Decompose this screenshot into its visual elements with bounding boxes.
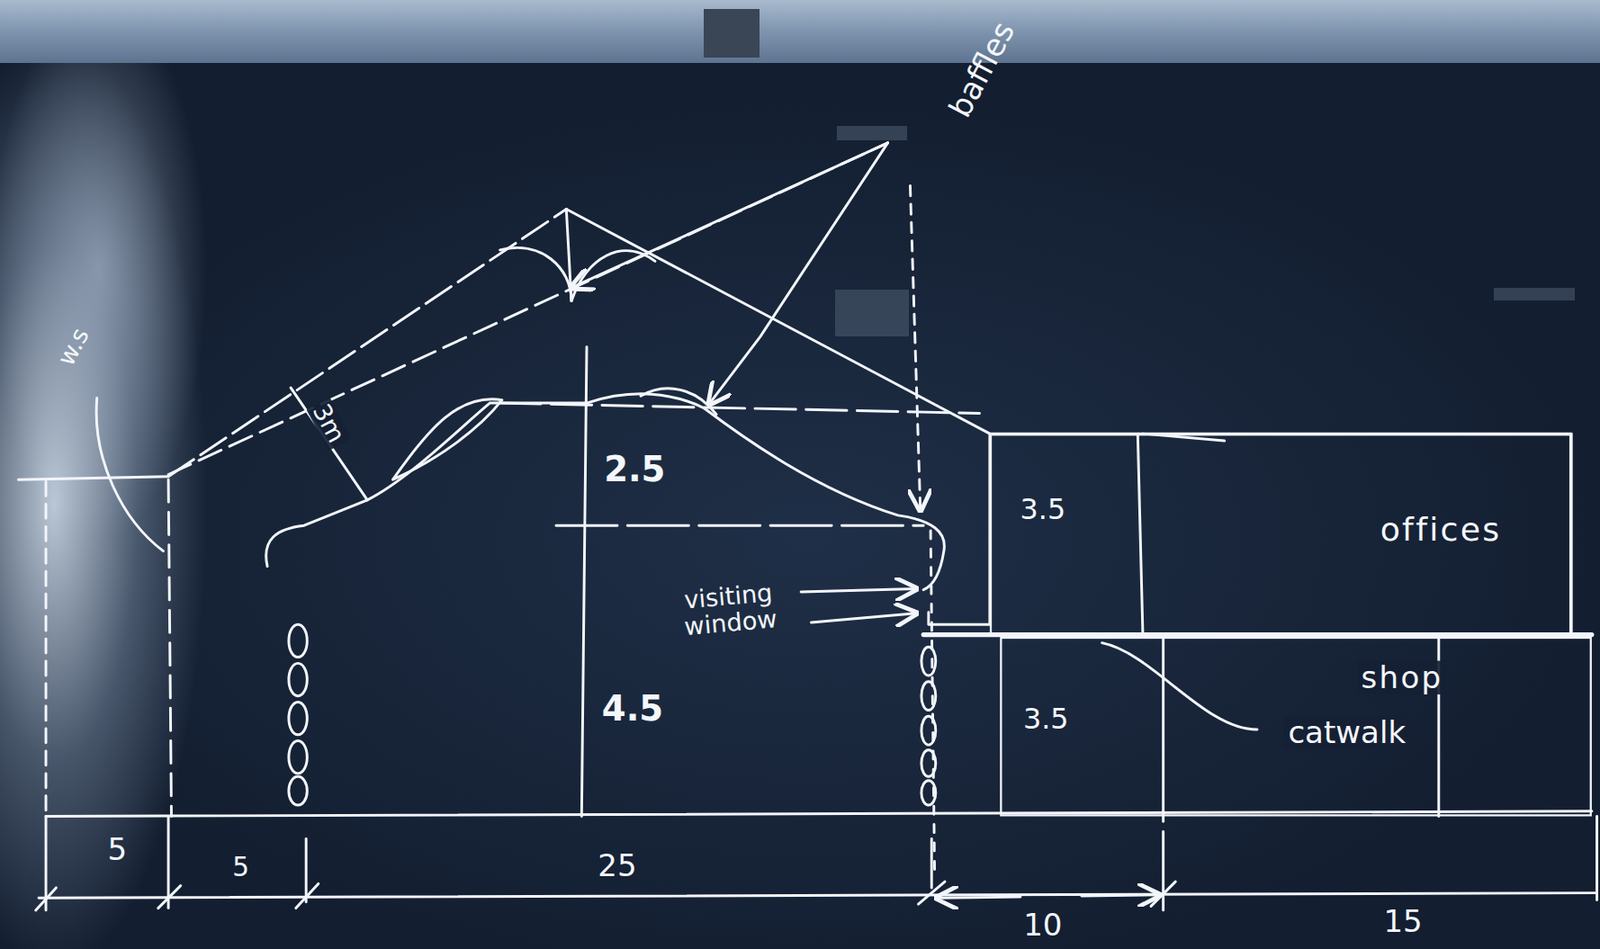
sketch-line xyxy=(1161,638,1165,822)
dimension-label: 15 xyxy=(1383,905,1422,939)
sketch-line xyxy=(305,838,308,902)
sketch-line xyxy=(168,143,888,476)
section-lines xyxy=(45,347,1592,822)
sketch-line xyxy=(1161,832,1165,911)
dimension-label: 5 xyxy=(107,832,128,866)
sketch-line xyxy=(38,893,1597,899)
background-light xyxy=(835,289,909,337)
columns xyxy=(288,624,936,806)
dimension-label: 10 xyxy=(1023,907,1062,942)
left-building xyxy=(17,476,171,818)
sketch-line xyxy=(936,897,1021,899)
sketch-line xyxy=(810,613,917,623)
dimension-label: 2.5 xyxy=(603,450,666,489)
beam-bracket xyxy=(703,8,760,58)
sketch-line xyxy=(581,347,587,818)
sketch-line xyxy=(266,394,945,591)
callout-note: baffles xyxy=(943,16,1022,123)
sketch-line xyxy=(158,886,181,909)
sketch-line xyxy=(640,388,717,415)
baffle-curves xyxy=(266,209,945,591)
callout-note: w.s xyxy=(52,323,94,371)
sketch-line xyxy=(500,248,656,302)
dimension-label: 5 xyxy=(232,853,250,882)
sketch-line xyxy=(288,701,307,735)
sketch-line xyxy=(566,209,1572,634)
sketch-line xyxy=(918,881,945,905)
background-light xyxy=(836,125,908,141)
sketch-line xyxy=(1595,817,1599,901)
sketch-line xyxy=(1102,643,1258,730)
zone-label: offices xyxy=(1380,512,1502,549)
sketch-line xyxy=(909,185,920,511)
zone-label: shop xyxy=(1357,661,1448,695)
sketch-line xyxy=(930,530,935,879)
sketch-line xyxy=(930,838,934,888)
sketch-line xyxy=(393,399,503,480)
sketch-line xyxy=(500,403,980,414)
sketch-line xyxy=(167,817,171,909)
sketch-line xyxy=(168,479,171,817)
callout-note: visiting window xyxy=(656,577,803,644)
sketch-line xyxy=(1081,895,1160,897)
sketch-line xyxy=(296,883,319,908)
dimension-line xyxy=(35,817,1598,911)
sketch-line xyxy=(288,776,307,806)
dimension-label: 4.5 xyxy=(602,690,664,729)
sketch-line xyxy=(96,397,163,551)
dimension-label: 3.5 xyxy=(1023,703,1069,736)
ceiling-beam xyxy=(0,0,1600,63)
sketch-line xyxy=(17,476,169,480)
dimension-label: 3m xyxy=(305,395,351,451)
roof-outline xyxy=(168,209,1572,634)
offices-zone: offices xyxy=(989,433,1572,635)
sketch-line xyxy=(709,143,888,405)
sketch-line xyxy=(288,741,307,774)
sketch-line xyxy=(290,387,368,501)
sketch-line xyxy=(288,663,307,696)
sketch-line xyxy=(35,888,57,911)
baffle-leaders xyxy=(168,143,935,879)
sketch-line xyxy=(921,647,936,676)
sketch-line xyxy=(288,624,307,657)
sketch-line xyxy=(556,524,924,528)
sketch-line xyxy=(800,589,917,593)
callout-note: catwalk xyxy=(1284,716,1411,750)
other-leaders xyxy=(96,387,1258,730)
sketch-line xyxy=(1137,433,1143,635)
sketch-line xyxy=(928,433,990,625)
dimension-label: 25 xyxy=(597,848,637,882)
background-light xyxy=(1493,287,1575,301)
sketch-line xyxy=(44,481,48,817)
dimension-label: 3.5 xyxy=(1020,494,1066,527)
